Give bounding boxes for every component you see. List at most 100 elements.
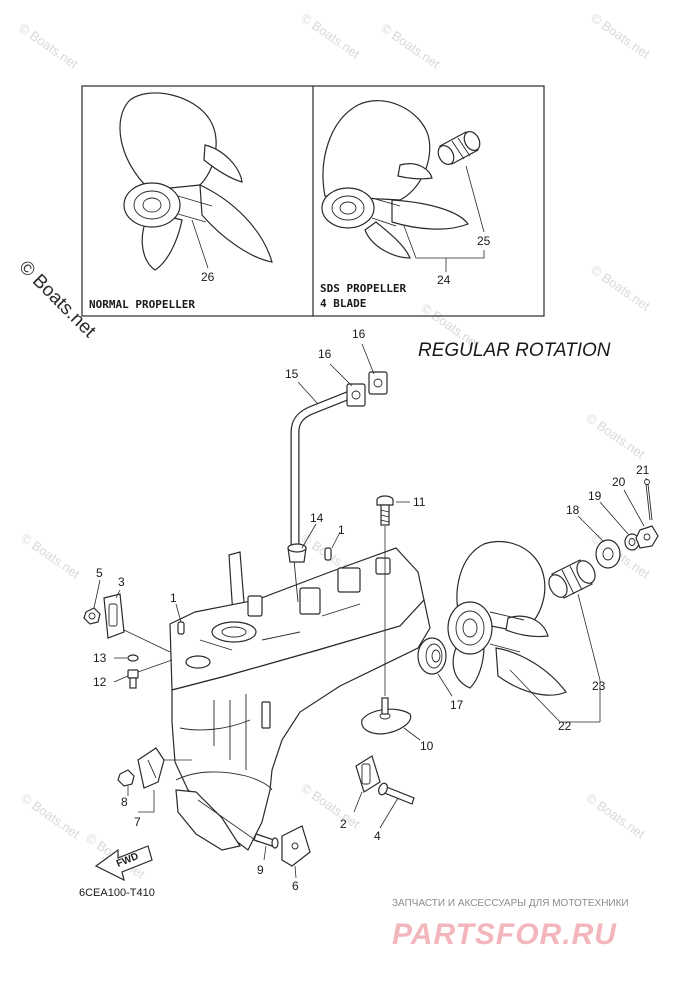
leader-line [509,669,600,723]
sds-propeller-illustration [321,100,469,259]
grommet-16a [346,383,366,407]
box-label-4-blade: 4 BLADE [320,297,366,310]
leader-line [403,225,485,259]
leader-line [331,531,341,549]
normal-propeller-illustration [119,92,273,271]
callout-5: 5 [96,566,103,580]
callout-19: 19 [588,489,602,503]
watermark-text: © Boats.net [583,790,648,842]
callout-16a: 16 [318,347,332,361]
leader-line [361,343,375,375]
bolt-11 [376,495,394,526]
bolt-4 [378,782,415,805]
cover-2 [355,755,381,793]
leader-line [93,579,101,609]
leader-line [297,381,319,405]
leader-line [294,865,297,879]
callout-23: 23 [592,679,606,693]
leader-line [138,790,155,813]
callout-9: 9 [257,863,264,877]
callout-10: 10 [420,739,434,753]
leader-line [175,603,182,623]
callout-3: 3 [118,575,125,589]
leader-line [353,791,363,813]
leader-line [113,675,129,683]
dowel-pin [177,621,185,635]
callout-14: 14 [310,511,324,525]
propeller-options-box: 26 25 24 NORMAL PROPELLER SDS PROPELLER … [81,85,545,317]
spacer-18 [595,539,621,569]
callout-1a: 1 [338,523,345,537]
watermark-text: © Boats.net [16,20,81,72]
watermark-text: © Boats.net [588,262,653,314]
diagram-part-number: 6CEA100-T410 [79,887,155,899]
leader-line [437,673,453,697]
anode-6 [281,825,311,867]
callout-4: 4 [374,829,381,843]
watermark-text: © Boats.net [298,10,363,62]
dowel-pin [324,547,332,561]
leader-line [379,797,399,829]
brand-logo: PARTSFOR.RU [392,918,617,951]
watermark-text: © Boats.net [18,530,83,582]
leader-line [577,593,601,722]
callout-16b: 16 [352,327,366,341]
watermark-text: © Boats.net [583,410,648,462]
leader-line [197,799,259,843]
callout-8: 8 [121,795,128,809]
watermark-text: © Boats.net [588,10,653,62]
lower-case-housing [169,547,431,851]
bushing-23 [548,559,596,599]
diagram-heading: REGULAR ROTATION [418,340,611,361]
box-label-sds-propeller: SDS PROPELLER [320,282,406,295]
cotter-pin-21 [644,479,653,521]
callout-25: 25 [477,234,491,248]
leader-line [137,659,173,673]
watermark-text: © Boats.net [298,780,363,832]
callout-13: 13 [93,651,107,665]
watermark-primary: © Boats.net [14,257,100,343]
leader-line [301,523,317,549]
leader-line [403,727,421,741]
leader-line [599,501,629,535]
callout-1b: 1 [170,591,177,605]
water-tube-15 [290,389,357,553]
leader-line [263,845,267,861]
callout-22: 22 [558,719,572,733]
bracket-3 [103,593,125,639]
callout-18: 18 [566,503,580,517]
nut-5 [83,607,101,625]
callout-7: 7 [134,815,141,829]
callout-20: 20 [612,475,626,489]
grommet-16b [368,371,388,395]
watermark-text: © Boats.net [378,20,443,72]
leader-line [123,629,171,653]
callout-21: 21 [636,463,650,477]
nut-8 [117,769,135,787]
leader-line [115,589,121,599]
anode-7 [137,747,165,789]
callout-26: 26 [201,270,215,284]
leader-line [465,165,485,233]
leader-line [577,515,605,543]
callout-17: 17 [450,698,464,712]
callout-2: 2 [340,817,347,831]
leader-line [623,489,645,527]
propeller-nut-20 [635,525,659,549]
callout-24: 24 [437,273,451,287]
leader-line [191,219,209,269]
watermark-text: © Boats.net [18,790,83,842]
callout-11: 11 [413,495,426,509]
thrust-washer-17 [417,637,447,675]
propeller-22 [447,540,567,696]
brand-tagline: ЗАПЧАСТИ И АКСЕССУАРЫ ДЛЯ МОТОТЕХНИКИ [392,898,629,909]
callout-15: 15 [285,367,299,381]
bolt-9 [253,833,279,849]
callout-12: 12 [93,675,107,689]
trim-tab-anode-10 [361,697,412,735]
box-label-normal-propeller: NORMAL PROPELLER [89,298,195,311]
water-tube-grommet-14 [287,543,307,563]
sds-bushing-25 [437,130,481,166]
callout-6: 6 [292,879,299,893]
